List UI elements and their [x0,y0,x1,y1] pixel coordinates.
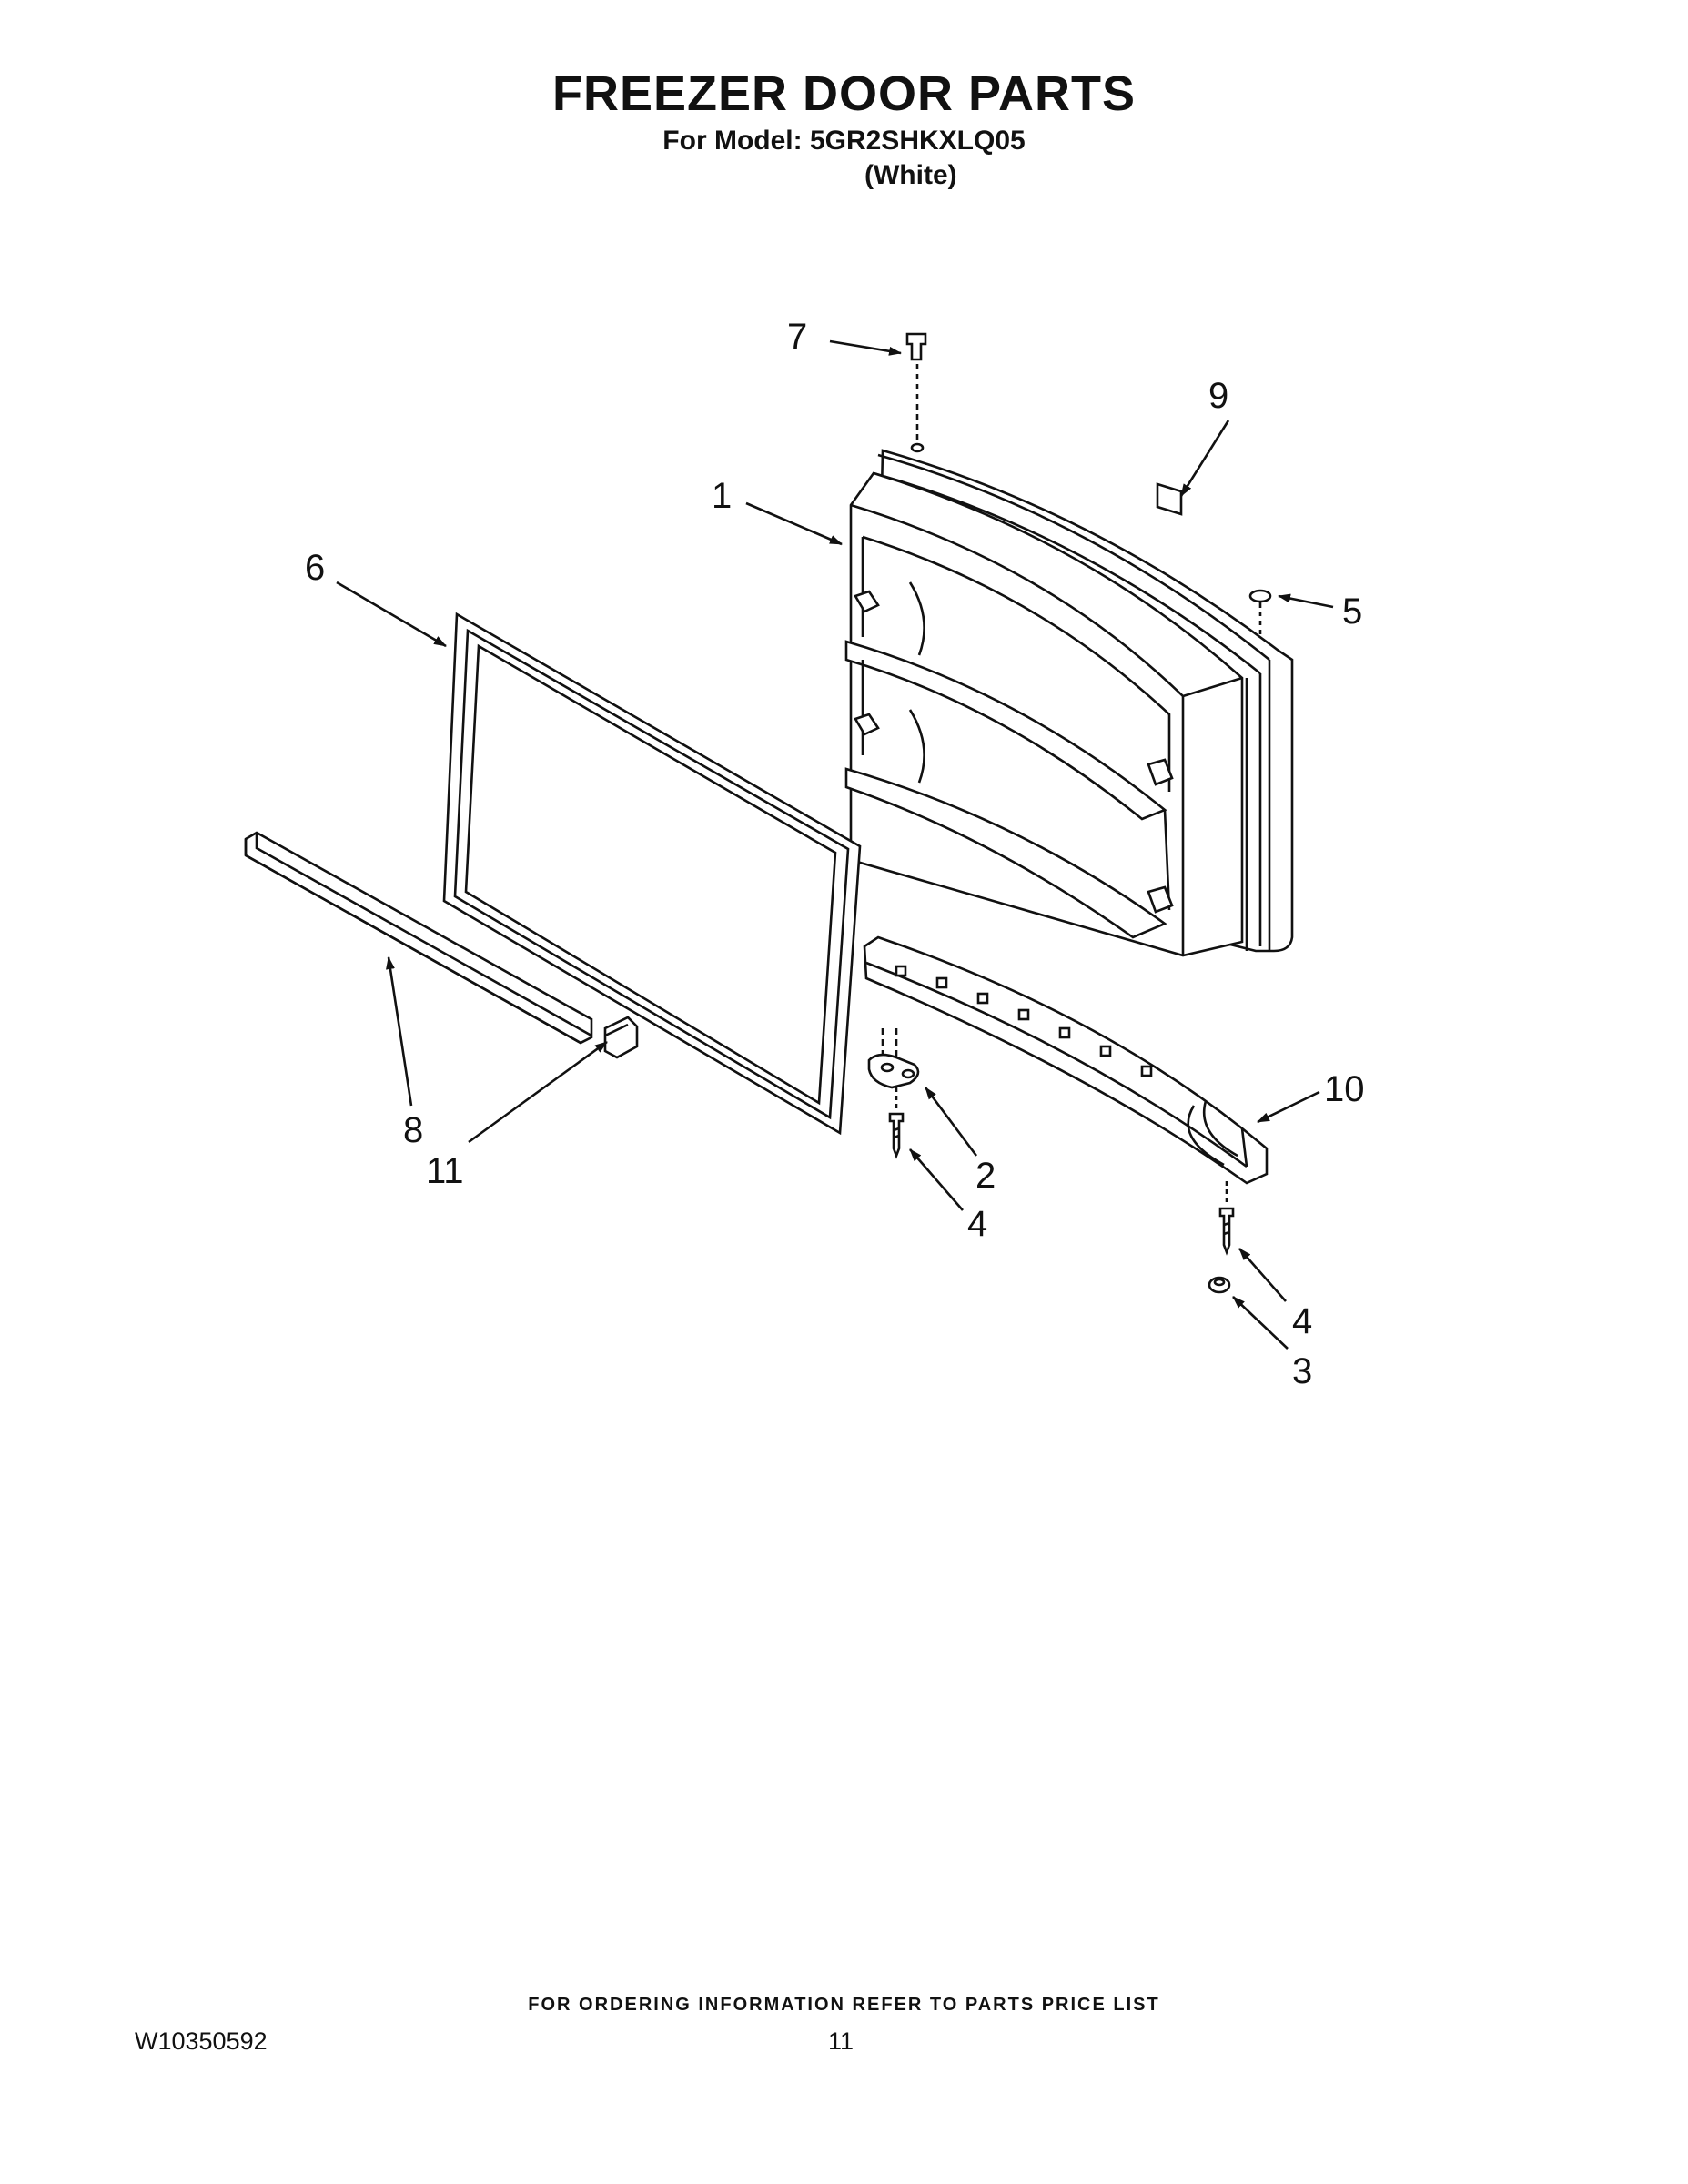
door-label-part [1156,482,1183,516]
leader-arrow-10 [1257,1090,1320,1124]
hinge-screw-part-left [888,1087,905,1159]
page-number: 11 [828,2027,854,2055]
callout-9: 9 [1208,376,1228,416]
callout-11: 11 [426,1151,464,1191]
trim-end-cap-part [603,1016,639,1059]
washer-part [1208,1276,1231,1294]
color-line: (White) [864,160,957,190]
leader-arrow-8 [386,956,413,1107]
leader-arrow-9 [1179,420,1230,497]
callout-10: 10 [1324,1069,1365,1109]
hinge-screw-part-right [1218,1181,1235,1256]
leader-arrow-4a [909,1148,964,1211]
callout-1: 1 [712,476,732,516]
leader-arrows [336,339,1334,1350]
leader-arrow-5 [1278,593,1334,609]
leader-arrow-4b [1238,1248,1287,1302]
hinge-cover-part [863,935,1269,1185]
door-trim-part [244,831,593,1045]
callout-3: 3 [1292,1351,1312,1391]
callout-4a: 4 [967,1204,987,1244]
leader-arrow-2 [924,1087,978,1157]
callout-labels: 7 9 1 6 5 10 8 11 2 4 4 3 [305,317,1365,1391]
hinge-plug-part [1248,589,1272,637]
leader-arrow-11 [468,1040,608,1144]
callout-2: 2 [975,1156,996,1196]
door-pin-part [905,332,927,453]
model-line: For Model: 5GR2SHKXLQ05 [662,126,1026,156]
leader-arrow-1 [745,501,843,546]
leader-arrow-6 [336,581,447,648]
page-title: FREEZER DOOR PARTS [551,66,1137,121]
callout-6: 6 [305,548,325,588]
leader-arrow-7 [829,339,902,356]
document-number: W10350592 [135,2027,268,2055]
hinge-part [867,1028,920,1089]
callout-8: 8 [403,1110,423,1150]
ordering-note: FOR ORDERING INFORMATION REFER TO PARTS … [528,1995,1160,2015]
callout-7: 7 [787,317,807,357]
callout-5: 5 [1342,592,1362,632]
door-liner-part [844,449,1294,957]
leader-arrow-3 [1232,1296,1289,1350]
door-gasket-part [442,612,862,1136]
callout-4b: 4 [1292,1301,1312,1341]
